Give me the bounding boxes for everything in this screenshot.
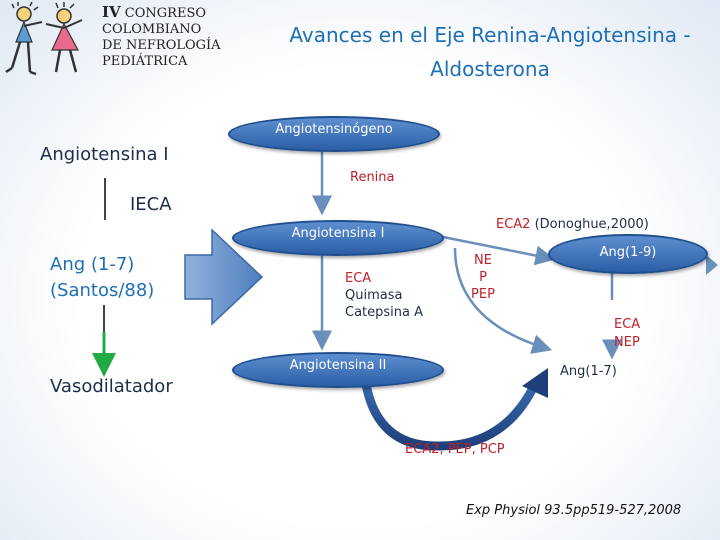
enzyme-ne-p-pep: NE P PEP — [468, 252, 498, 303]
enzyme-eca2-pep-pcp: ECA2, PEP, PCP — [405, 442, 505, 457]
enzyme-eca-nep: ECA NEP — [614, 316, 640, 352]
arrow-eca2 — [437, 234, 556, 266]
enzyme-quimasa: Quimasa — [345, 288, 403, 303]
enzyme-eca: ECA — [345, 271, 372, 286]
citation: Exp Physiol 93.5pp519-527,2008 — [466, 503, 682, 518]
arrow-ne-p-pep — [453, 247, 553, 354]
pill-angiotensinogeno-label: Angiotensinógeno — [275, 122, 393, 137]
curved-arrow-icon — [360, 373, 540, 451]
enzyme-ne: NE — [474, 253, 492, 268]
slide-title: Avances en el Eje Renina-Angiotensina - … — [240, 18, 720, 86]
left-ang17-line1: Ang (1-7) — [50, 254, 135, 275]
pill-ang19-label: Ang(1-9) — [599, 245, 657, 260]
logo-roman-numeral: IV — [102, 3, 121, 21]
logo-line1: CONGRESO — [124, 6, 207, 21]
children-figures-icon — [5, 1, 83, 76]
enzyme-renina: Renina — [350, 170, 395, 185]
logo-line3: DE NEFROLOGÍA — [102, 38, 221, 53]
curved-arrow-head — [522, 368, 548, 398]
product-ang17: Ang(1-7) — [560, 364, 617, 379]
pill-angiotensinogeno: Angiotensinógeno — [228, 116, 440, 152]
slide-title-line2: Aldosterona — [430, 57, 550, 81]
left-angiotensina-i: Angiotensina I — [40, 144, 169, 165]
pill-angiotensina-ii: Angiotensina II — [232, 352, 444, 388]
left-vasodilatador: Vasodilatador — [50, 376, 173, 397]
edge-arrow-icon — [706, 255, 718, 275]
congress-name: IV CONGRESO COLOMBIANO DE NEFROLOGÍA PED… — [102, 4, 221, 70]
logo-line2: COLOMBIANO — [102, 22, 202, 37]
enzyme-eca2-name: ECA2 — [496, 217, 531, 232]
enzyme-eca-right: ECA — [614, 317, 641, 332]
left-ang17-line2: (Santos/88) — [50, 280, 155, 301]
pill-angiotensina-i: Angiotensina I — [232, 220, 444, 256]
enzyme-pep: PEP — [471, 287, 495, 302]
pill-angiotensina-ii-label: Angiotensina II — [289, 358, 387, 373]
left-ang17: Ang (1-7) (Santos/88) — [50, 252, 154, 304]
fat-arrow-icon — [184, 228, 264, 326]
enzyme-nep-right: NEP — [614, 335, 640, 350]
enzyme-catepsina: Catepsina A — [345, 305, 424, 320]
left-ieca: IECA — [130, 194, 172, 215]
enzyme-eca-group: ECA Quimasa Catepsina A — [345, 270, 423, 321]
enzyme-eca2: ECA2 (Donoghue,2000) — [496, 217, 649, 232]
pill-angiotensina-i-label: Angiotensina I — [291, 226, 385, 241]
congress-logo — [2, 1, 98, 78]
pill-ang19: Ang(1-9) — [548, 234, 708, 274]
slide-title-line1: Avances en el Eje Renina-Angiotensina - — [289, 23, 691, 47]
logo-line4: PEDIÁTRICA — [102, 54, 188, 69]
enzyme-eca2-ref: (Donoghue,2000) — [530, 217, 649, 232]
enzyme-p: P — [479, 270, 487, 285]
